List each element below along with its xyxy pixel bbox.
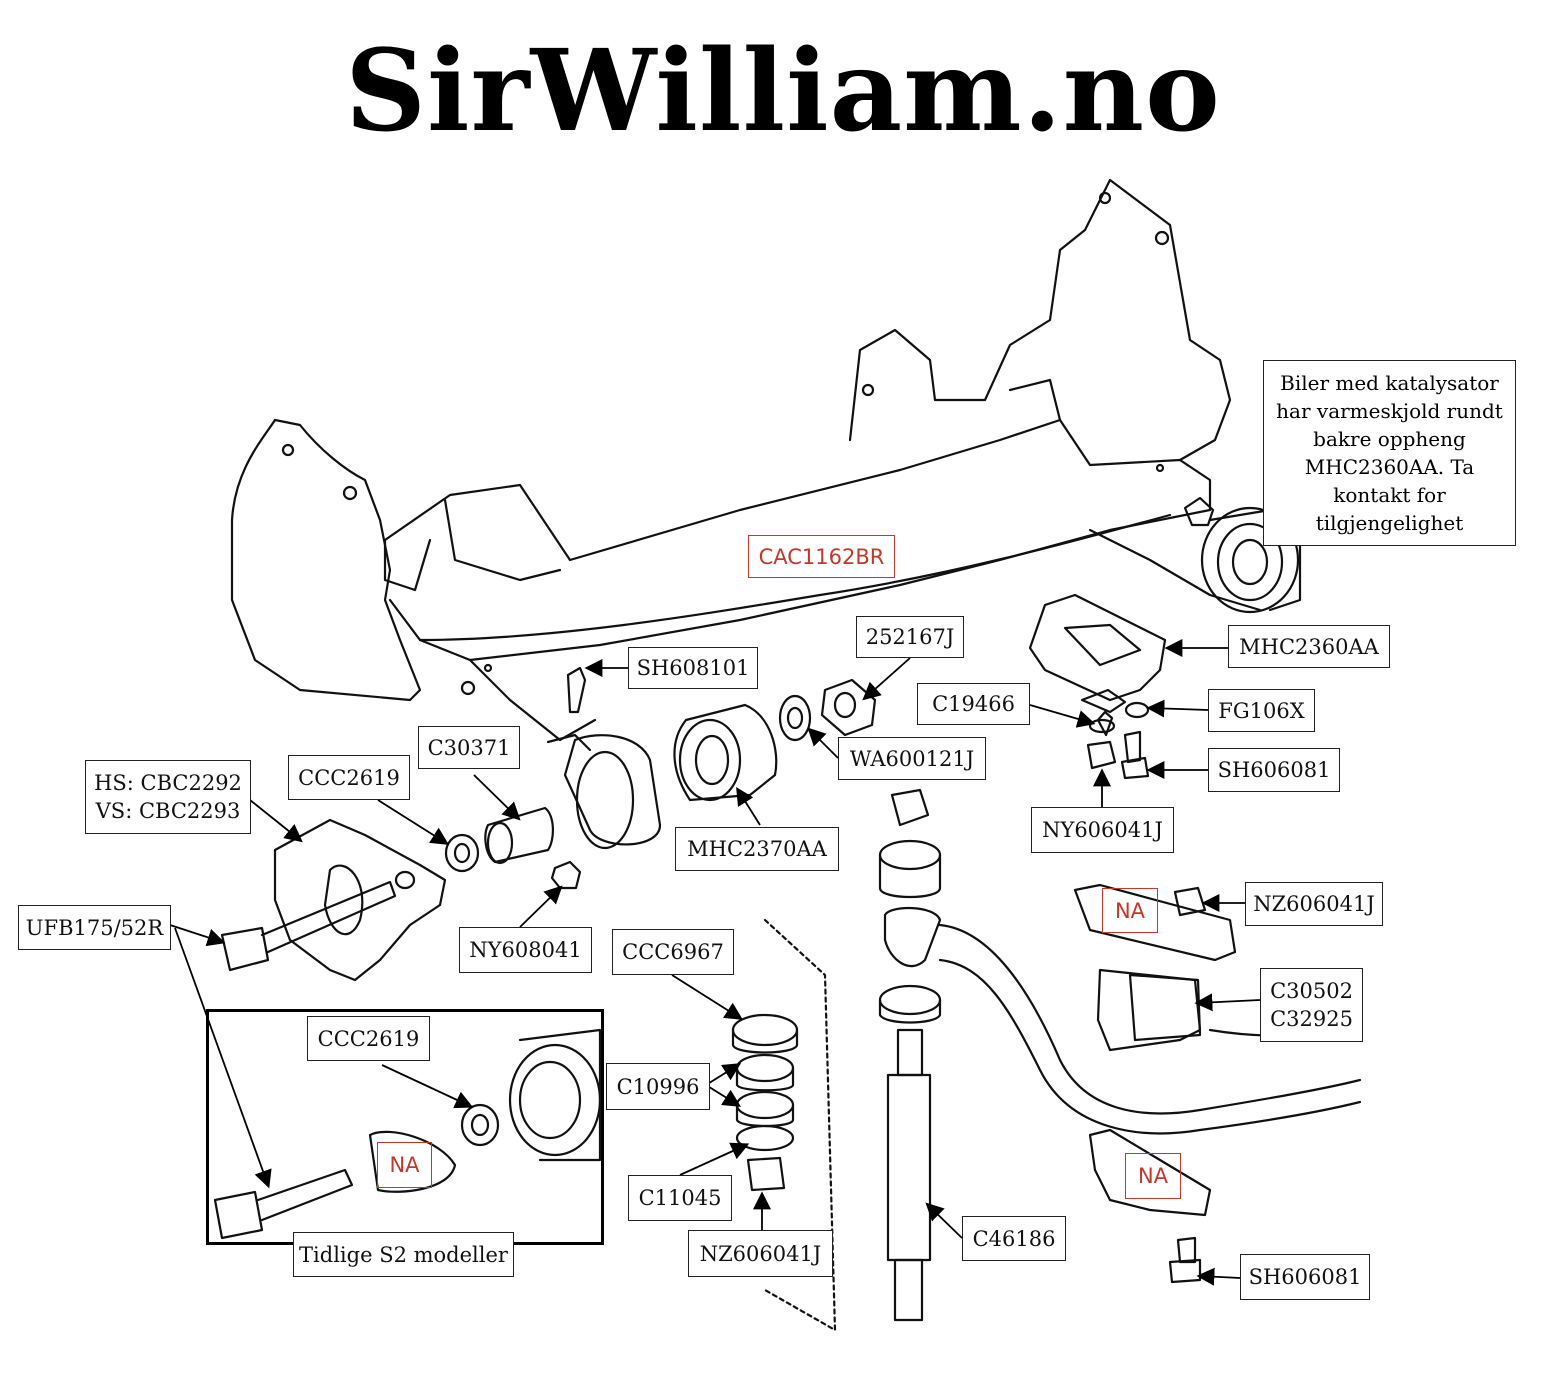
label-cac1162br: CAC1162BR [748,535,895,578]
label-ccc2619-top: CCC2619 [288,755,410,800]
label-c30502: C30502 [1270,979,1353,1003]
label-c32925: C32925 [1270,1007,1353,1031]
label-c30502-c32925: C30502 C32925 [1260,968,1363,1042]
label-na-1: NA [1102,888,1158,933]
label-fg106x: FG106X [1208,689,1315,732]
label-ccc6967: CCC6967 [612,929,734,975]
label-tidlige-s2: Tidlige S2 modeller [293,1232,514,1277]
note-line: tilgjengelighet [1315,511,1464,535]
label-c19466: C19466 [917,683,1030,725]
label-mhc2360aa: MHC2360AA [1228,625,1390,668]
label-subframe-bracket: HS: CBC2292 VS: CBC2293 [85,760,251,834]
note-line: kontakt for [1333,483,1446,507]
note-line: Biler med katalysator [1280,371,1499,395]
label-sh608101: SH608101 [628,647,758,689]
front-mount-drawing [444,666,877,890]
label-nz606041j-right: NZ606041J [1245,882,1383,926]
bushing-stack-drawing [731,1013,799,1192]
note-line: har varmeskjold rundt [1276,399,1503,423]
label-na-inset: NA [377,1142,432,1188]
label-c46186: C46186 [962,1216,1066,1261]
site-title: SirWilliam.no [345,26,1221,157]
catalyst-note: Biler med katalysator har varmeskjold ru… [1263,360,1516,546]
note-line: bakre oppheng [1313,427,1466,451]
label-na-2: NA [1125,1153,1181,1199]
label-ny606041j: NY606041J [1031,807,1174,853]
label-ny608041: NY608041 [459,927,592,973]
label-mhc2370aa: MHC2370AA [675,827,839,871]
label-sh606081-top: SH606081 [1208,748,1340,792]
label-c10996: C10996 [606,1063,710,1110]
label-vs: VS: CBC2293 [95,799,241,823]
engine-mount-pad-drawing [1028,593,1167,780]
vertical-link-drawing [763,788,942,1332]
label-ufb175-52r: UFB175/52R [18,905,171,950]
note-line: MHC2360AA. Ta [1304,455,1475,479]
inset-drawing [213,1028,602,1240]
label-nz606041j-bottom: NZ606041J [688,1230,833,1277]
label-wa600121j: WA600121J [838,737,986,780]
label-c30371: C30371 [418,726,520,769]
label-c11045: C11045 [628,1175,732,1221]
crossmember-drawing [230,178,1262,742]
label-252167j: 252167J [856,616,964,658]
label-sh606081-bottom: SH606081 [1240,1254,1370,1300]
label-ccc2619-inset: CCC2619 [307,1016,430,1061]
bracket-bolt-drawing [220,818,447,982]
label-hs: HS: CBC2292 [94,771,242,795]
